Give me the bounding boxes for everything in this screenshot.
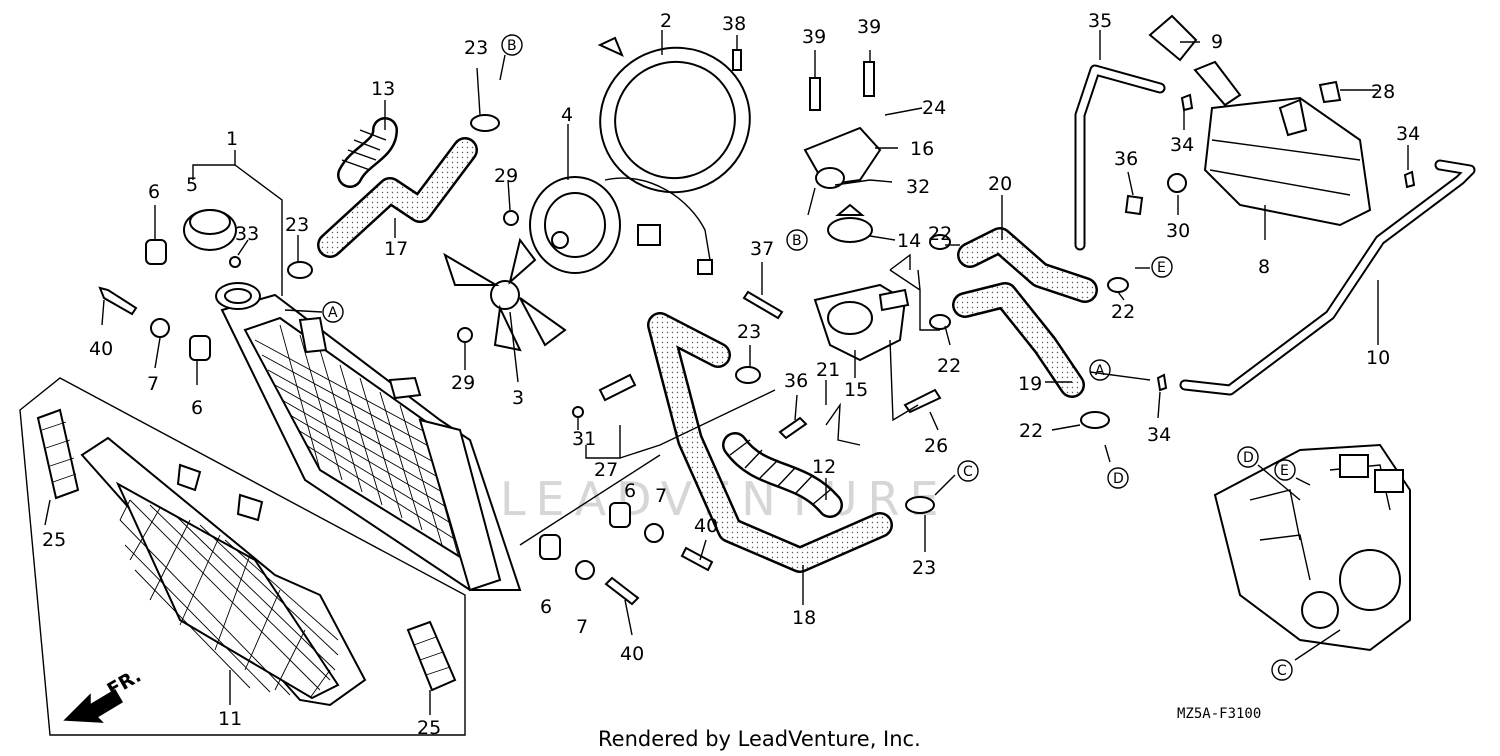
callout-22d: 22 bbox=[1019, 420, 1043, 442]
callout-21: 21 bbox=[816, 359, 840, 381]
callout-31: 31 bbox=[572, 428, 596, 450]
reservoir-tank-drawing bbox=[1193, 60, 1372, 227]
reference-markers: A A B B C C D D E E bbox=[322, 34, 1296, 681]
callout-40b: 40 bbox=[694, 515, 718, 537]
thermostat-housing-drawing bbox=[598, 126, 942, 446]
callout-9: 9 bbox=[1211, 31, 1223, 53]
callout-22a: 22 bbox=[928, 223, 952, 245]
ref-D-engine: D bbox=[1243, 450, 1254, 466]
callout-34c: 34 bbox=[1147, 424, 1171, 446]
callout-6a: 6 bbox=[148, 181, 160, 203]
fan-motor-drawing bbox=[529, 176, 713, 275]
callout-27: 27 bbox=[594, 459, 618, 481]
callout-32: 32 bbox=[906, 176, 930, 198]
ref-B-clamp: B bbox=[507, 38, 517, 54]
callout-23c: 23 bbox=[737, 321, 761, 343]
engine-drawing bbox=[1213, 443, 1411, 652]
fasteners-drawing bbox=[98, 14, 1342, 606]
ref-D-clamp: D bbox=[1113, 471, 1124, 487]
callout-23b: 23 bbox=[285, 214, 309, 236]
callout-6d: 6 bbox=[540, 596, 552, 618]
mesh-guard-drawing bbox=[36, 408, 457, 692]
radiator-drawing bbox=[215, 282, 522, 592]
callout-1: 1 bbox=[226, 128, 238, 150]
callout-39b: 39 bbox=[857, 16, 881, 38]
callout-25a: 25 bbox=[42, 529, 66, 551]
diagram-code: MZ5A-F3100 bbox=[1177, 706, 1261, 722]
fan-blade-drawing bbox=[443, 237, 567, 352]
callout-22b: 22 bbox=[937, 355, 961, 377]
leader-lines bbox=[19, 30, 1409, 736]
callout-26: 26 bbox=[924, 435, 948, 457]
callout-29b: 29 bbox=[451, 372, 475, 394]
radiator-cap-drawing bbox=[183, 209, 237, 251]
callout-36a: 36 bbox=[1114, 148, 1138, 170]
callout-4: 4 bbox=[561, 104, 573, 126]
callout-23d: 23 bbox=[912, 557, 936, 579]
callout-20: 20 bbox=[988, 173, 1012, 195]
hoses-drawing bbox=[317, 64, 1476, 573]
callout-30: 30 bbox=[1166, 220, 1190, 242]
callout-15: 15 bbox=[844, 379, 868, 401]
callout-38: 38 bbox=[722, 13, 746, 35]
callout-14: 14 bbox=[897, 230, 921, 252]
callout-36b: 36 bbox=[784, 370, 808, 392]
callout-7b: 7 bbox=[655, 485, 667, 507]
fan-shroud-drawing bbox=[597, 36, 751, 194]
callout-11: 11 bbox=[218, 708, 242, 730]
callout-17: 17 bbox=[384, 238, 408, 260]
callout-33: 33 bbox=[235, 223, 259, 245]
callout-7c: 7 bbox=[576, 616, 588, 638]
ref-C-engine: C bbox=[1277, 663, 1287, 679]
callout-34b: 34 bbox=[1396, 123, 1420, 145]
hose-clamps-drawing bbox=[287, 93, 1416, 514]
callout-7a: 7 bbox=[147, 373, 159, 395]
callout-39a: 39 bbox=[802, 26, 826, 48]
ref-E-clamp: E bbox=[1157, 260, 1166, 276]
callout-labels: 1 2 3 4 5 6 6 6 6 7 7 7 8 9 10 11 12 13 … bbox=[42, 10, 1420, 739]
callout-23a: 23 bbox=[464, 37, 488, 59]
callout-40a: 40 bbox=[89, 338, 113, 360]
callout-34a: 34 bbox=[1170, 134, 1194, 156]
callout-24: 24 bbox=[922, 97, 946, 119]
callout-35: 35 bbox=[1088, 10, 1112, 32]
front-arrow-icon: FR. bbox=[63, 665, 145, 723]
callout-8: 8 bbox=[1258, 256, 1270, 278]
callout-19: 19 bbox=[1018, 373, 1042, 395]
callout-25b: 25 bbox=[417, 717, 441, 739]
callout-37: 37 bbox=[750, 238, 774, 260]
callout-29a: 29 bbox=[494, 165, 518, 187]
callout-2: 2 bbox=[660, 10, 672, 32]
callout-22c: 22 bbox=[1111, 301, 1135, 323]
callout-16: 16 bbox=[910, 138, 934, 160]
credit-line: Rendered by LeadVenture, Inc. bbox=[598, 727, 921, 751]
callout-12: 12 bbox=[812, 456, 836, 478]
ref-E-engine: E bbox=[1280, 463, 1289, 479]
callout-40c: 40 bbox=[620, 643, 644, 665]
callout-28: 28 bbox=[1371, 81, 1395, 103]
callout-3: 3 bbox=[512, 387, 524, 409]
callout-6b: 6 bbox=[191, 397, 203, 419]
ref-A-hose: A bbox=[1095, 363, 1105, 379]
callout-18: 18 bbox=[792, 607, 816, 629]
callout-10: 10 bbox=[1366, 347, 1390, 369]
ref-A-radiator: A bbox=[328, 305, 338, 321]
radiator-shroud-drawing bbox=[80, 436, 367, 707]
callout-5: 5 bbox=[186, 174, 198, 196]
ref-C-hose: C bbox=[963, 464, 973, 480]
callout-13: 13 bbox=[371, 78, 395, 100]
callout-6c: 6 bbox=[624, 480, 636, 502]
ref-B-outlet: B bbox=[792, 233, 802, 249]
